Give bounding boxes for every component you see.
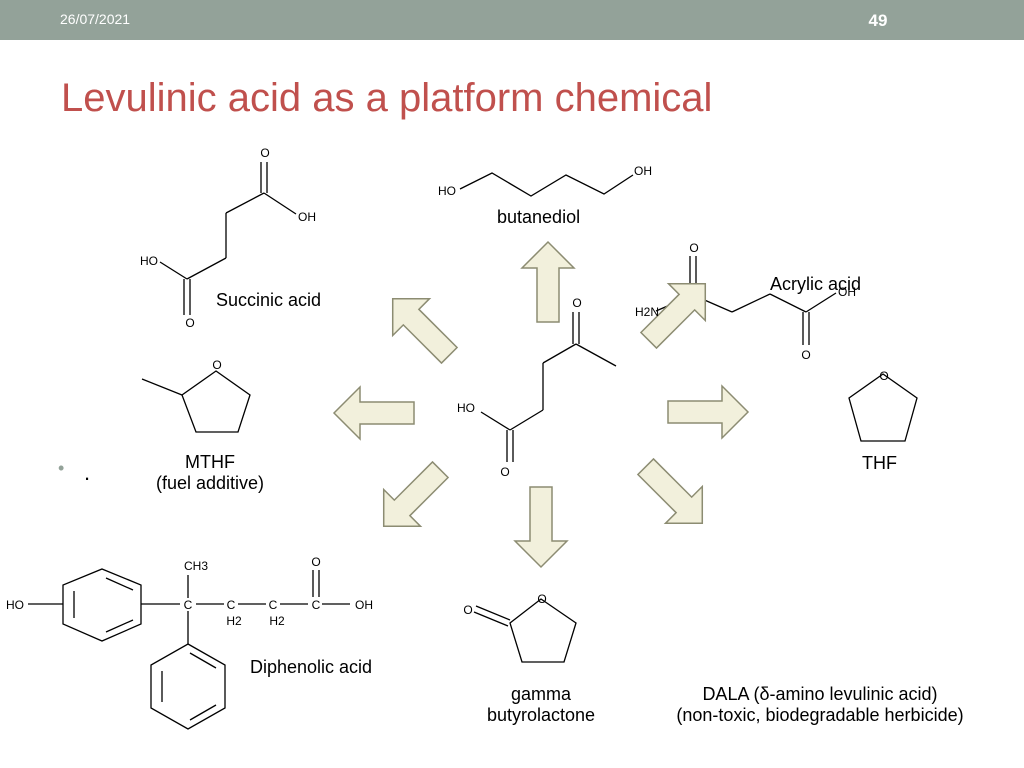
acrylic-acid-label: Acrylic acid (770, 274, 862, 294)
acrylic-oh: OH (838, 285, 856, 299)
diphenolic-oh: OH (355, 598, 373, 612)
mthf-label: MTHF (fuel additive) (130, 452, 290, 494)
succinic-o-top: O (260, 146, 269, 160)
mthf-o: O (212, 358, 221, 372)
gbl-name-line2: butyrolactone (486, 705, 596, 725)
diphenolic-c-quaternary: C (184, 598, 193, 612)
thf-o: O (879, 369, 888, 383)
levulinic-acid-structure (480, 312, 617, 462)
header-bar: 26/07/2021 49 (0, 0, 1024, 40)
bond-lines (28, 162, 918, 730)
thf-label: THF (862, 453, 897, 473)
reaction-arrows (332, 240, 750, 569)
levulinic-acid-o: O (500, 465, 509, 479)
diphenolic-h2-1: H2 (226, 614, 242, 628)
butanediol-oh: OH (634, 164, 652, 178)
gbl-o-ring: O (537, 592, 546, 606)
gbl-structure (473, 598, 577, 663)
succinic-o-bottom: O (185, 316, 194, 330)
slide-title: Levulinic acid as a platform chemical (61, 76, 713, 120)
arrow-to-acrylic-acid (639, 282, 707, 350)
levulinic-acid-ho: HO (457, 401, 475, 415)
arrow-to-gbl (513, 486, 569, 569)
bullet-text: . (84, 460, 91, 485)
dala-label: DALA (δ-amino levulinic acid) (non-toxic… (630, 684, 1010, 726)
succinic-acid-structure (159, 162, 297, 315)
butanediol-structure (459, 172, 634, 197)
succinic-ho: HO (140, 254, 158, 268)
diphenolic-c-h2-1: C (227, 598, 236, 612)
diphenolic-ho: HO (6, 598, 24, 612)
diphenolic-c-h2-2: C (269, 598, 278, 612)
butanediol-ho: HO (438, 184, 456, 198)
arrow-to-dala (636, 457, 704, 525)
arrow-to-mthf (332, 385, 415, 441)
gbl-name: gamma (510, 684, 572, 704)
slide-date: 26/07/2021 (60, 11, 131, 27)
succinic-oh: OH (298, 210, 316, 224)
dala-note: (non-toxic, biodegradable herbicide) (676, 705, 964, 725)
diphenolic-h2-2: H2 (269, 614, 285, 628)
arrow-to-butanediol (520, 240, 576, 323)
atom-labels: O HO O O OH HO O HO OH O H2N OH O O O O … (6, 146, 889, 628)
arrow-to-diphenolic-acid (382, 460, 450, 528)
arrow-to-thf (667, 384, 750, 440)
succinic-acid-label: Succinic acid (216, 290, 322, 310)
dala-name: DALA (δ-amino levulinic acid) (702, 684, 938, 704)
gbl-label: gamma butyrolactone (466, 684, 616, 726)
acrylic-o-bottom: O (801, 348, 810, 362)
acrylic-o-top: O (689, 241, 698, 255)
diphenolic-acid-structure (28, 568, 350, 730)
butanediol-label: butanediol (497, 207, 581, 227)
diphenolic-c-acid: C (312, 598, 321, 612)
diphenolic-o-carbonyl: O (311, 555, 320, 569)
mthf-name: MTHF (185, 452, 235, 472)
diphenolic-acid-label: Diphenolic acid (250, 657, 373, 677)
gbl-o-carbonyl: O (463, 603, 472, 617)
arrow-to-succinic-acid (391, 297, 459, 365)
bullet-icon: • (58, 458, 65, 478)
acrylic-h2n: H2N (635, 305, 659, 319)
slide-number: 49 (868, 11, 888, 30)
diphenolic-ch3: CH3 (184, 559, 208, 573)
mthf-note: (fuel additive) (155, 473, 265, 493)
mthf-structure (141, 370, 251, 433)
thf-structure (848, 373, 918, 442)
levulinic-ketone-o: O (572, 296, 581, 310)
